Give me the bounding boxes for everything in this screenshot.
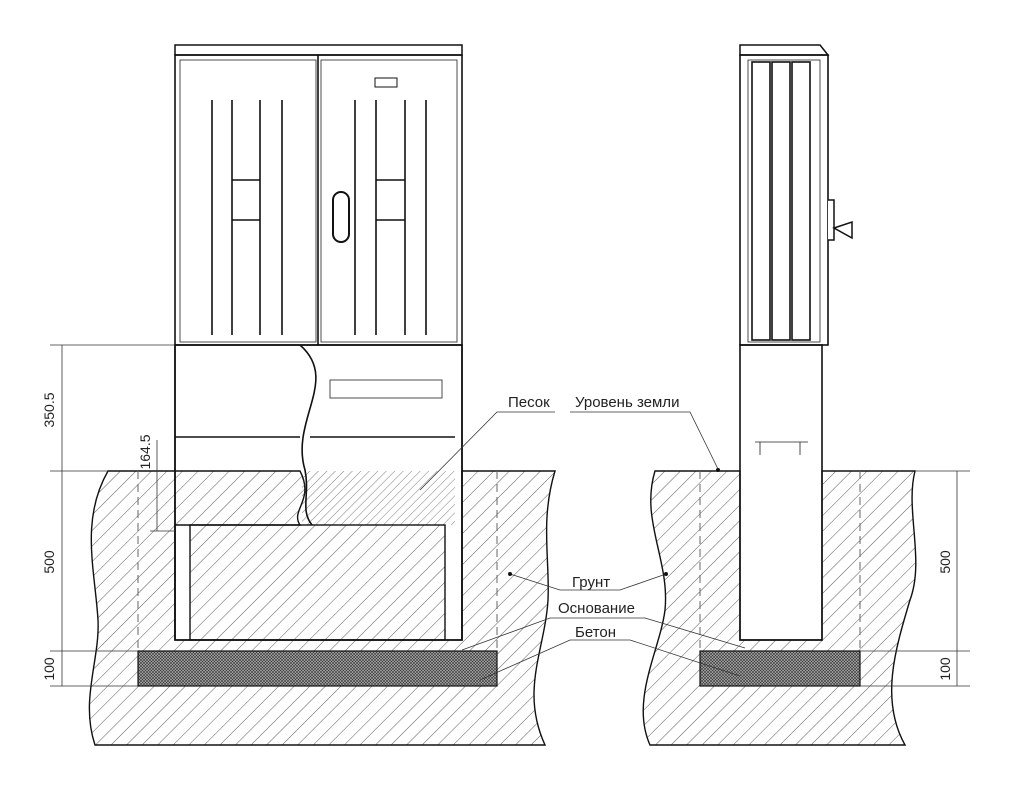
dim-100-right: 100 [937,657,953,681]
door-handle[interactable] [332,191,350,243]
dim-164-5: 164.5 [137,434,153,469]
label-sand: Песок [508,394,550,411]
cabinet-front [174,44,463,641]
concrete-left [137,650,498,687]
leaders [419,411,746,681]
soil-right [642,470,917,746]
side-view: 500 100 [642,44,970,746]
base-fill [189,524,446,641]
nameplate-icon [374,77,398,88]
sand-fill [302,471,455,525]
label-concrete: Бетон [575,624,616,641]
dim-500-right: 500 [937,550,953,574]
dimensions-right [860,470,970,687]
dim-100-left: 100 [41,657,57,681]
dim-500-left: 500 [41,550,57,574]
concrete-right [699,650,861,687]
dim-350-5: 350.5 [41,392,57,427]
label-base: Основание [558,600,635,617]
break-line [299,344,317,526]
label-ground-level: Уровень земли [575,394,679,411]
handle-side-icon[interactable] [828,199,853,241]
front-view: 350.5 164.5 500 100 [41,44,556,746]
label-soil: Грунт [572,574,610,591]
cabinet-side [739,44,853,641]
dimensions-left [50,344,175,687]
